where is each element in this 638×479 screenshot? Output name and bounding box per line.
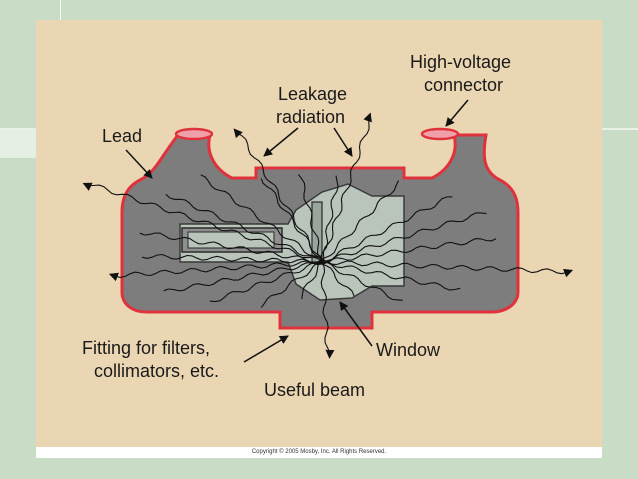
radiation-ray bbox=[297, 174, 324, 263]
copyright-strip bbox=[36, 447, 602, 458]
radiation-ray bbox=[321, 261, 403, 301]
background-right-band bbox=[602, 0, 638, 479]
useful-beam-label: Useful beam bbox=[264, 380, 365, 400]
radiation-ray bbox=[322, 259, 461, 291]
fitting-label-line2: collimators, etc. bbox=[94, 361, 219, 381]
radiation-ray bbox=[165, 193, 323, 263]
lead-label: Lead bbox=[102, 126, 142, 146]
radiation-ray bbox=[260, 178, 325, 262]
window-pointer-arrow bbox=[339, 301, 373, 347]
radiation-ray bbox=[322, 112, 372, 263]
high-voltage-label-line2: connector bbox=[424, 75, 503, 95]
background-accent-box bbox=[0, 130, 36, 158]
fitting-label-line1: Fitting for filters, bbox=[82, 338, 210, 358]
radiation-ray bbox=[321, 259, 574, 278]
fitting-pointer-arrow bbox=[243, 335, 289, 363]
radiation-ray bbox=[200, 174, 324, 262]
radiation-ray bbox=[321, 196, 453, 262]
radiation-ray bbox=[322, 212, 487, 264]
left-connector-opening bbox=[174, 127, 214, 141]
lead-pointer-arrow bbox=[125, 149, 153, 179]
high-voltage-pointer-arrow bbox=[445, 99, 469, 127]
radiation-ray bbox=[139, 232, 323, 264]
leakage-pointer-arrow-left bbox=[263, 127, 299, 157]
copyright-text: Copyright © 2005 Mosby, Inc. All Rights … bbox=[251, 449, 387, 455]
window-label: Window bbox=[376, 340, 441, 360]
radiation-ray bbox=[260, 261, 322, 309]
radiation-ray bbox=[108, 260, 323, 282]
radiation-ray bbox=[301, 260, 321, 300]
high-voltage-label-line1: High-voltage bbox=[410, 52, 511, 72]
radiation-ray bbox=[320, 175, 339, 262]
radiation-rays bbox=[82, 112, 574, 359]
leakage-radiation-label-line1: Leakage bbox=[278, 84, 347, 104]
background-vertical-line bbox=[60, 0, 61, 20]
radiation-ray bbox=[320, 180, 399, 261]
radiation-ray bbox=[82, 182, 323, 263]
high-voltage-connector-opening bbox=[420, 127, 460, 141]
leakage-radiation-label-line2: radiation bbox=[276, 107, 345, 127]
background-bottom-band bbox=[0, 458, 638, 479]
radiation-ray bbox=[163, 262, 323, 292]
radiation-ray bbox=[320, 261, 335, 359]
radiation-ray bbox=[209, 262, 323, 303]
radiation-ray bbox=[320, 262, 355, 297]
leakage-pointer-arrow-right bbox=[333, 127, 353, 157]
background-top-band bbox=[0, 0, 638, 20]
radiation-ray bbox=[322, 238, 497, 265]
radiation-ray bbox=[141, 253, 323, 265]
